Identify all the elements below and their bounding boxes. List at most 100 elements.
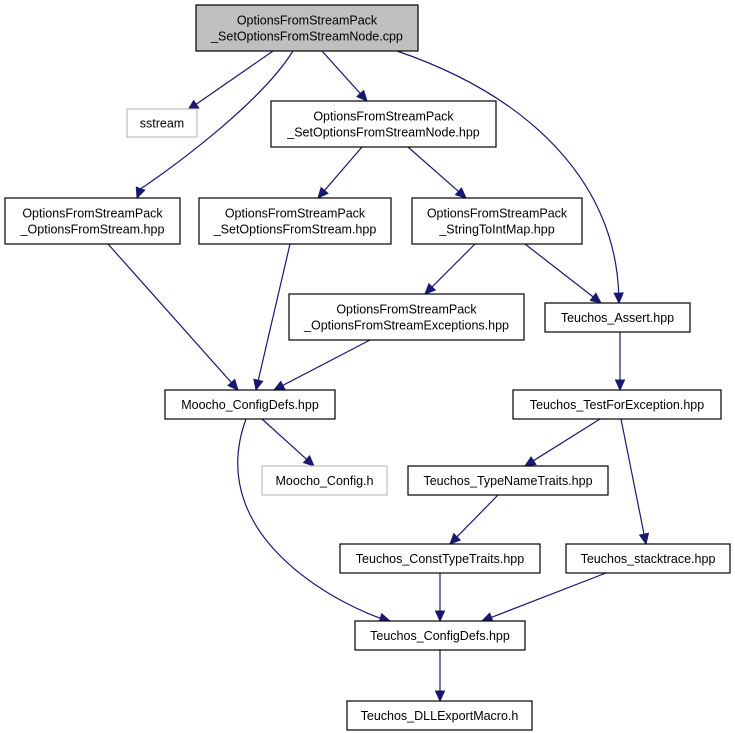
node-box	[126, 108, 198, 138]
edge-exc_hpp-to-moocho_cfg_hpp	[272, 339, 371, 391]
node-box	[164, 389, 336, 420]
node-box	[544, 302, 691, 333]
node-label: OptionsFromStreamPack	[237, 14, 378, 28]
node-box	[411, 197, 583, 245]
edge-stacktrace_hpp-to-teuchos_cfg_hpp	[480, 572, 607, 623]
node-label: Teuchos_TypeNameTraits.hpp	[423, 474, 592, 488]
nodes-layer: OptionsFromStreamPack _SetOptionsFromStre…	[4, 4, 731, 731]
node-typename-hpp[interactable]: Teuchos_TypeNameTraits.hpp	[407, 465, 609, 496]
node-teuchos-cfg-hpp[interactable]: Teuchos_ConfigDefs.hpp	[354, 620, 526, 651]
arrowhead	[424, 282, 437, 295]
node-label: Teuchos_DLLExportMacro.h	[361, 709, 519, 723]
node-label: OptionsFromStreamPack	[427, 207, 568, 221]
edge-line	[195, 50, 274, 105]
edge-typename_hpp-to-consttype_hpp	[449, 494, 499, 545]
edge-line	[139, 50, 294, 190]
arrowhead	[613, 292, 624, 305]
node-box	[288, 293, 525, 341]
edge-line	[282, 339, 371, 386]
node-assert-hpp[interactable]: Teuchos_Assert.hpp	[544, 302, 691, 333]
arrowhead	[614, 379, 626, 392]
edge-s2i_hpp-to-assert_hpp	[524, 243, 602, 304]
arrowhead	[253, 378, 264, 392]
node-box	[346, 700, 533, 731]
arrowhead	[135, 186, 146, 200]
edge-line	[456, 494, 499, 538]
edge-line	[107, 243, 232, 383]
node-sstream[interactable]: sstream	[126, 108, 198, 138]
node-s2i-hpp[interactable]: OptionsFromStreamPack _StringToIntMap.hpp	[411, 197, 583, 245]
node-label: Moocho_Config.h	[276, 474, 374, 488]
arrowhead	[434, 610, 446, 623]
edge-src_cpp-to-assert_hpp	[396, 50, 624, 305]
node-dllexport-h[interactable]: Teuchos_DLLExportMacro.h	[346, 700, 533, 731]
edge-line	[620, 418, 645, 535]
edge-consttype_hpp-to-teuchos_cfg_hpp	[434, 573, 446, 623]
edge-moocho_cfg_hpp-to-moocho_cfg_h	[261, 418, 315, 467]
node-label: OptionsFromStreamPack	[313, 110, 454, 124]
edge-line	[237, 418, 381, 619]
arrowhead	[480, 612, 494, 623]
node-box	[261, 465, 388, 496]
node-box	[354, 620, 526, 651]
node-exc-hpp[interactable]: OptionsFromStreamPack _OptionsFromStreamE…	[288, 293, 525, 341]
edge-line	[431, 243, 476, 288]
edge-line	[407, 146, 459, 192]
node-label: Teuchos_TestForException.hpp	[530, 398, 704, 412]
arrowhead	[638, 532, 650, 546]
node-label: OptionsFromStreamPack	[336, 303, 477, 317]
node-label: OptionsFromStreamPack	[22, 207, 163, 221]
edge-line	[257, 243, 291, 381]
arrowhead	[454, 187, 467, 199]
node-node-hpp[interactable]: OptionsFromStreamPack _SetOptionsFromStre…	[270, 100, 497, 148]
node-consttype-hpp[interactable]: Teuchos_ConstTypeTraits.hpp	[339, 543, 541, 574]
edge-line	[324, 146, 363, 191]
node-box	[565, 543, 731, 574]
node-testexc-hpp[interactable]: Teuchos_TestForException.hpp	[512, 389, 722, 420]
node-stacktrace-hpp[interactable]: Teuchos_stacktrace.hpp	[565, 543, 731, 574]
node-label: Teuchos_stacktrace.hpp	[581, 552, 716, 566]
node-moocho-cfg-h[interactable]: Moocho_Config.h	[261, 465, 388, 496]
edge-s2i_hpp-to-exc_hpp	[424, 243, 476, 295]
edge-line	[524, 243, 594, 298]
node-src-cpp[interactable]: OptionsFromStreamPack _SetOptionsFromStre…	[195, 4, 419, 52]
node-ofs-hpp[interactable]: OptionsFromStreamPack _OptionsFromStream.…	[4, 197, 181, 245]
node-label: _SetOptionsFromStreamNode.cpp	[210, 30, 403, 44]
node-label: _OptionsFromStreamExceptions.hpp	[303, 319, 509, 333]
edge-line	[261, 418, 307, 460]
arrowhead	[272, 380, 286, 391]
edge-src_cpp-to-node_hpp	[321, 50, 368, 102]
arrowhead	[523, 455, 537, 467]
node-box	[195, 4, 419, 52]
node-label: sstream	[140, 117, 184, 131]
arrowhead	[302, 455, 315, 467]
node-label: OptionsFromStreamPack	[225, 207, 366, 221]
node-box	[339, 543, 541, 574]
edge-moocho_cfg_hpp-to-teuchos_cfg_hpp	[237, 418, 392, 624]
edge-line	[533, 418, 601, 462]
node-box	[270, 100, 497, 148]
edge-src_cpp-to-ofs_hpp	[135, 50, 294, 200]
edge-line	[321, 50, 361, 94]
edge-teuchos_cfg_hpp-to-dllexport_h	[434, 650, 446, 703]
arrowhead	[317, 186, 329, 199]
node-label: _OptionsFromStream.hpp	[20, 223, 165, 237]
arrowhead	[227, 378, 239, 391]
node-box	[512, 389, 722, 420]
arrowhead	[356, 89, 368, 102]
edges-layer	[107, 50, 650, 703]
arrowhead	[434, 690, 446, 703]
node-set-hpp[interactable]: OptionsFromStreamPack _SetOptionsFromStre…	[198, 197, 392, 245]
node-label: Teuchos_ConstTypeTraits.hpp	[356, 552, 524, 566]
node-label: Teuchos_Assert.hpp	[561, 311, 674, 325]
node-moocho-cfg-hpp[interactable]: Moocho_ConfigDefs.hpp	[164, 389, 336, 420]
edge-src_cpp-to-sstream	[186, 50, 274, 111]
edge-line	[491, 572, 607, 618]
edge-node_hpp-to-set_hpp	[317, 146, 363, 199]
node-label: _StringToIntMap.hpp	[438, 223, 554, 237]
arrowhead	[449, 532, 462, 545]
edge-node_hpp-to-s2i_hpp	[407, 146, 467, 199]
node-label: _SetOptionsFromStream.hpp	[213, 223, 377, 237]
node-label: _SetOptionsFromStreamNode.hpp	[286, 126, 480, 140]
